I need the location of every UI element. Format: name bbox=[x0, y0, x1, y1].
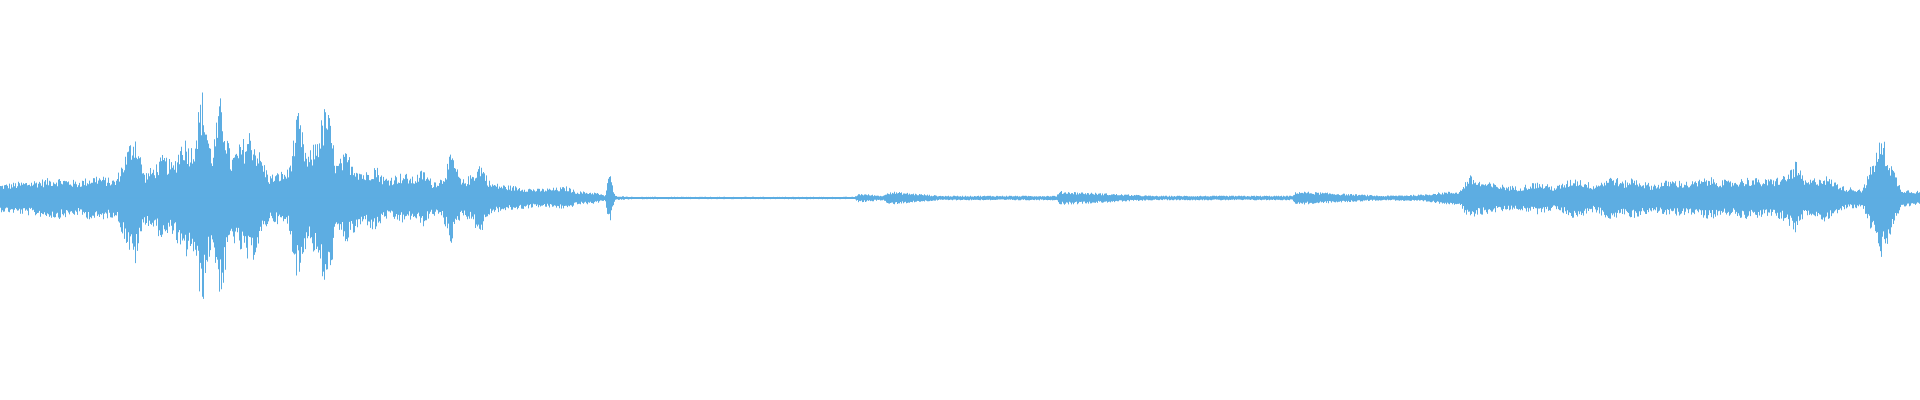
waveform-path bbox=[0, 92, 1920, 299]
